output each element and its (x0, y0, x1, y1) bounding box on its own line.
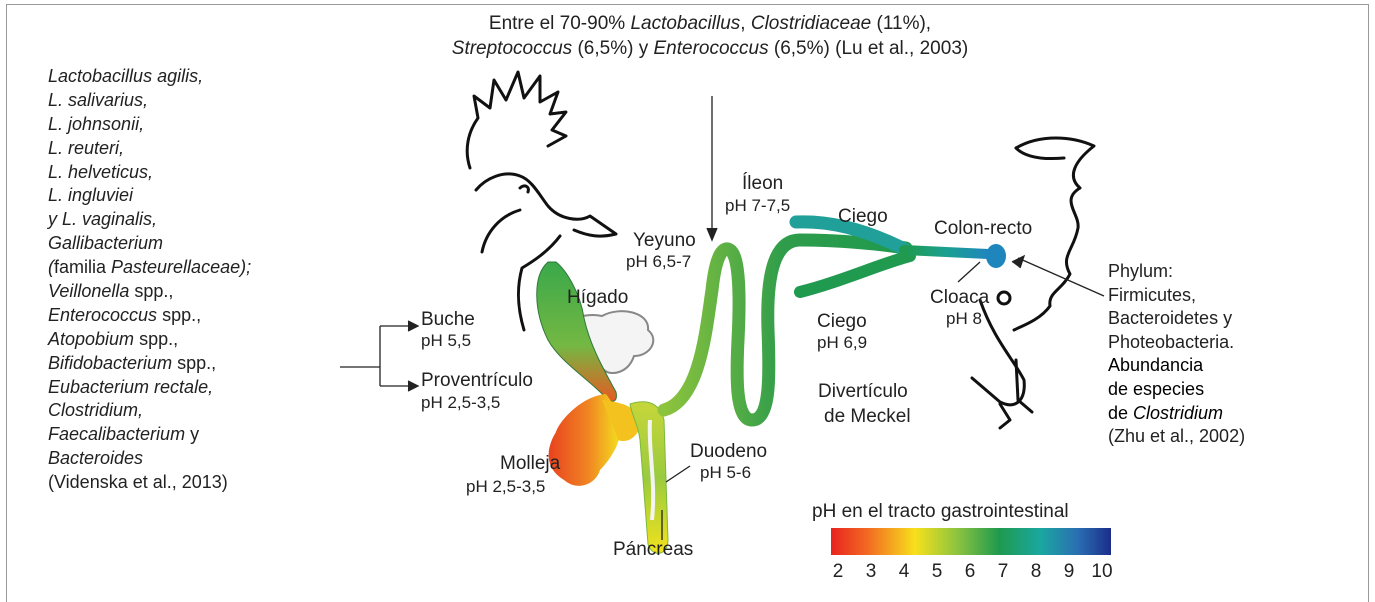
species-list-item: Clostridium, (48, 400, 144, 421)
legend-tick-label: 5 (931, 561, 943, 582)
legend-tick-label: 4 (898, 561, 910, 582)
species-list-item: L. ingluviei (48, 185, 134, 206)
species-list-item: Atopobium spp., (48, 328, 179, 349)
right-note-line: Abundancia (1108, 355, 1204, 376)
annotation-lines (340, 96, 1105, 540)
jejunum-organ (657, 233, 913, 427)
species-list-item: Gallibacterium (48, 233, 164, 254)
right-note-line: Photeobacteria. (1108, 331, 1235, 352)
legend-tick-label: 8 (1030, 561, 1042, 582)
top-note-line1: Entre el 70-90% Lactobacillus, Clostridi… (488, 13, 932, 34)
ph-scale-bar (831, 528, 1111, 555)
legend-tick-label: 10 (1091, 561, 1113, 582)
label-ciego-ph: pH 6,9 (817, 333, 868, 352)
label-proventriculo: Proventrículo (421, 370, 533, 391)
label-pancreas: Páncreas (613, 539, 694, 560)
label-buche: Buche (421, 309, 475, 330)
right-note-line: de especies (1108, 378, 1205, 399)
species-list-item: Enterococcus spp., (48, 304, 202, 325)
left-species-list: Lactobacillus agilis, L. salivarius, L. jo… (48, 65, 251, 495)
crop-organ (536, 261, 617, 402)
right-note-line: Bacteroidetes y (1108, 308, 1233, 329)
top-note-line2: Streptococcus (6,5%) y Enterococcus (6,5… (451, 38, 969, 59)
species-list-item: Bacteroides (48, 448, 144, 469)
species-list-item: L. salivarius, (48, 89, 149, 110)
label-yeyuno: Yeyuno (633, 230, 696, 251)
colon-organ (899, 245, 993, 259)
ceca-lower (794, 250, 916, 298)
species-list-item: Veillonella spp., (48, 281, 174, 302)
species-list-item: Bifidobacterium spp., (48, 352, 217, 373)
label-colon-recto: Colon-recto (934, 218, 1033, 239)
species-list-item: Eubacterium rectale, (48, 376, 214, 397)
species-list-item: y L. vaginalis, (48, 209, 158, 230)
right-note-line: (Zhu et al., 2002) (1108, 426, 1246, 447)
label-yeyuno-ph: pH 6,5-7 (626, 252, 692, 271)
ceca-upper (789, 215, 917, 259)
cloaca-organ (986, 244, 1006, 268)
label-duodeno-ph: pH 5-6 (700, 463, 752, 482)
legend-tick-label: 9 (1063, 561, 1075, 582)
label-higado: Hígado (567, 287, 629, 308)
label-ciego-bottom: Ciego (817, 311, 867, 332)
label-cloaca-ph: pH 8 (946, 309, 982, 328)
label-ileon: Íleon (742, 173, 784, 194)
label-buche-ph: pH 5,5 (421, 331, 472, 350)
right-note-line: Phylum: (1108, 261, 1174, 281)
label-molleja: Molleja (500, 453, 561, 474)
right-note: Phylum: Firmicutes, Bacteroidetes y Phot… (1108, 260, 1245, 449)
species-list-item: L. reuteri, (48, 137, 125, 158)
species-list-item: L. johnsonii, (48, 113, 145, 134)
rooster-head-drawing (465, 70, 618, 332)
label-proventriculo-ph: pH 2,5-3,5 (421, 393, 501, 412)
species-list-item: L. helveticus, (48, 161, 154, 182)
legend-title: pH en el tracto gastrointestinal (812, 501, 1069, 522)
label-diverticulo: Divertículo (818, 381, 908, 402)
right-note-line: de Clostridium (1108, 402, 1224, 423)
right-note-line: Firmicutes, (1108, 284, 1197, 305)
gizzard-organ (548, 394, 621, 486)
label-duodeno: Duodeno (690, 441, 768, 462)
pancreas-organ (647, 419, 656, 521)
label-molleja-ph: pH 2,5-3,5 (466, 477, 546, 496)
label-ciego-top: Ciego (838, 206, 888, 227)
species-list-item: (familia Pasteurellaceae); (48, 257, 252, 278)
duodenum-organ (629, 401, 669, 554)
figure-frame (6, 4, 1369, 602)
species-list-item: (Videnska et al., 2013) (48, 472, 228, 493)
legend-tick-label: 6 (964, 561, 976, 582)
species-list-item: Faecalibacterium y (48, 424, 200, 445)
label-de-meckel: de Meckel (824, 406, 911, 427)
legend-tick-label: 3 (865, 561, 877, 582)
legend-tick-label: 7 (997, 561, 1009, 582)
legend-tick-label: 2 (832, 561, 844, 582)
label-cloaca: Cloaca (930, 287, 990, 308)
hen-body-drawing (970, 136, 1096, 430)
label-ileon-ph: pH 7-7,5 (725, 196, 791, 215)
species-list-item: Lactobacillus agilis, (48, 66, 204, 86)
